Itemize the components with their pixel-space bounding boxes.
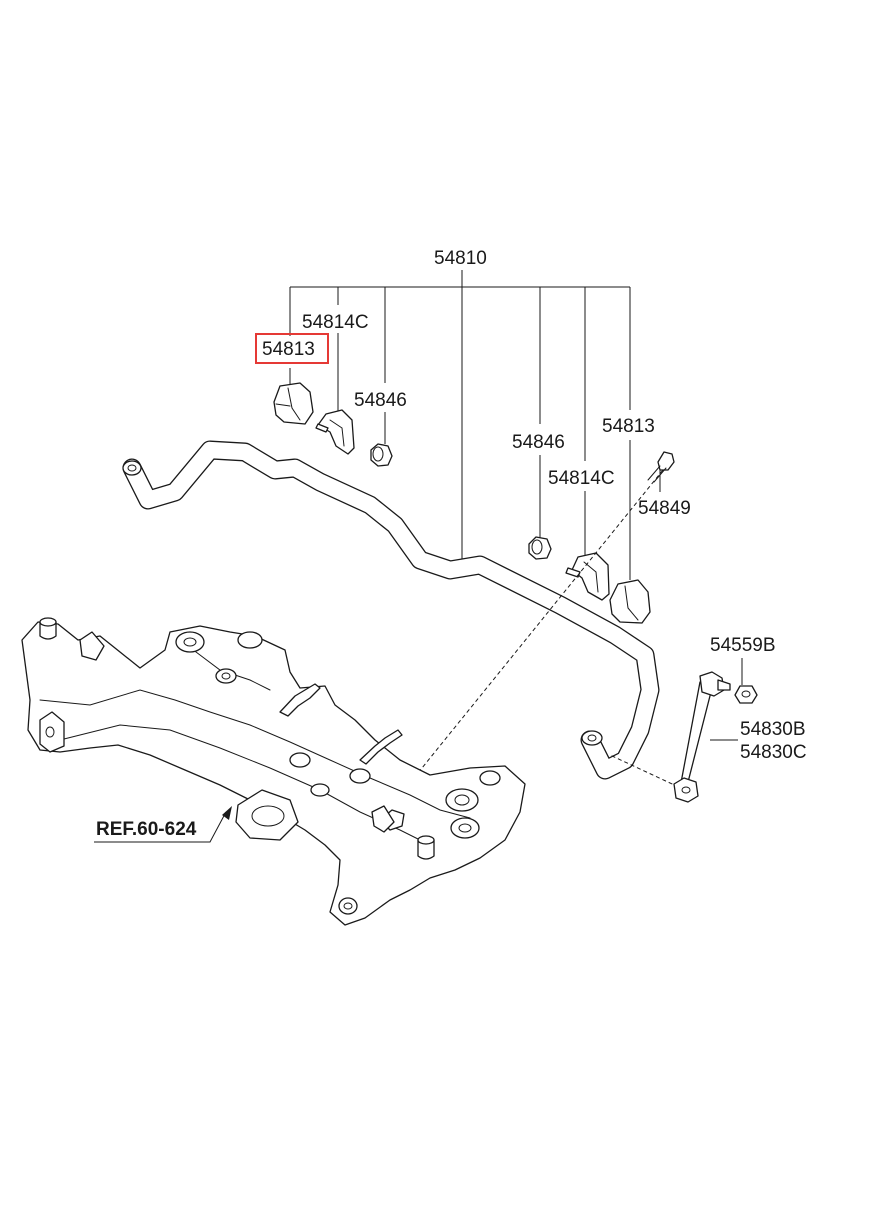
bolt-54846-right xyxy=(528,536,552,560)
part-labels: 54810 54814C 54813 54846 54846 54813 548… xyxy=(96,248,807,840)
stabilizer-bar xyxy=(122,440,660,780)
label-ref-60-624[interactable]: REF.60-624 xyxy=(96,819,197,840)
bushing-54813-right xyxy=(609,579,651,624)
label-54849[interactable]: 54849 xyxy=(638,498,691,519)
label-54830c[interactable]: 54830C xyxy=(740,742,807,763)
bushing-54813-left xyxy=(273,382,314,425)
nut-54559b xyxy=(734,685,758,704)
label-54813-left[interactable]: 54813 xyxy=(262,339,315,360)
label-54846-left[interactable]: 54846 xyxy=(354,390,407,411)
bracket-54814c-right xyxy=(565,552,610,601)
label-54813-right[interactable]: 54813 xyxy=(602,416,655,437)
label-54830b[interactable]: 54830B xyxy=(740,719,806,740)
subframe xyxy=(21,617,526,926)
label-54814c-right[interactable]: 54814C xyxy=(548,468,615,489)
highlight-box xyxy=(255,333,329,364)
stabilizer-link xyxy=(609,671,731,803)
label-54846-right[interactable]: 54846 xyxy=(512,432,565,453)
label-54814c-left[interactable]: 54814C xyxy=(302,312,369,333)
bracket-54814c-left xyxy=(315,409,355,455)
bolt-54846-left xyxy=(370,443,393,467)
label-54559b[interactable]: 54559B xyxy=(710,635,776,656)
ref-arrow-icon xyxy=(222,806,232,820)
bolt-54849 xyxy=(387,451,675,811)
label-54810[interactable]: 54810 xyxy=(434,248,487,269)
leader-lines xyxy=(94,270,743,843)
